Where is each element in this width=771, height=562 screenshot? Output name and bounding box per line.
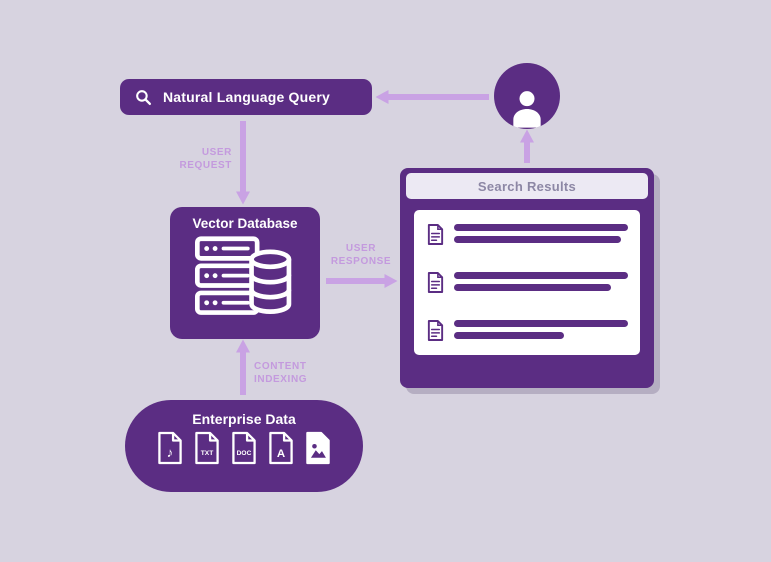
enterprise-data-node: Enterprise Data ♪ TXT DOC A: [125, 400, 363, 492]
result-text-bar: [454, 224, 628, 231]
flow-label-user-request: USER REQUEST: [179, 147, 232, 171]
document-icon: [427, 320, 444, 341]
document-icon: [427, 224, 444, 245]
vector-database-node: Vector Database: [170, 207, 320, 339]
query-pill: Natural Language Query: [120, 79, 372, 115]
result-item: [426, 271, 628, 294]
svg-text:DOC: DOC: [237, 450, 252, 457]
result-text-bar: [454, 272, 628, 279]
result-text: [454, 271, 628, 291]
svg-text:TXT: TXT: [201, 450, 213, 457]
results-panel: [414, 210, 640, 355]
result-text: [454, 319, 628, 339]
audio-file-icon: ♪: [158, 431, 182, 465]
query-pill-label: Natural Language Query: [163, 89, 330, 105]
vector-database-title: Vector Database: [192, 216, 298, 231]
result-item: [426, 223, 628, 246]
search-results-title: Search Results: [477, 178, 577, 194]
user-avatar: [494, 63, 560, 129]
enterprise-data-title: Enterprise Data: [192, 411, 296, 427]
document-icon: [427, 272, 444, 293]
search-results-window: Search Results: [400, 168, 654, 388]
result-item: [426, 319, 628, 342]
search-results-header: Search Results: [406, 173, 648, 199]
person-icon: [513, 91, 541, 128]
result-text-bar: [454, 236, 622, 243]
svg-text:A: A: [277, 448, 285, 460]
pdf-file-icon: A: [269, 431, 293, 465]
result-text-bar: [454, 332, 564, 339]
txt-file-icon: TXT: [195, 431, 219, 465]
flow-label-content-indexing: CONTENT INDEXING: [254, 361, 308, 385]
server-database-icon: [194, 236, 292, 315]
image-file-icon: [306, 431, 330, 465]
result-text-bar: [454, 284, 611, 291]
result-text: [454, 223, 628, 243]
svg-text:♪: ♪: [167, 445, 174, 460]
search-icon: [136, 89, 152, 105]
flow-label-user-response: USER RESPONSE: [330, 243, 392, 267]
file-type-icons: ♪ TXT DOC A: [155, 430, 333, 466]
doc-file-icon: DOC: [232, 431, 256, 465]
result-text-bar: [454, 320, 628, 327]
